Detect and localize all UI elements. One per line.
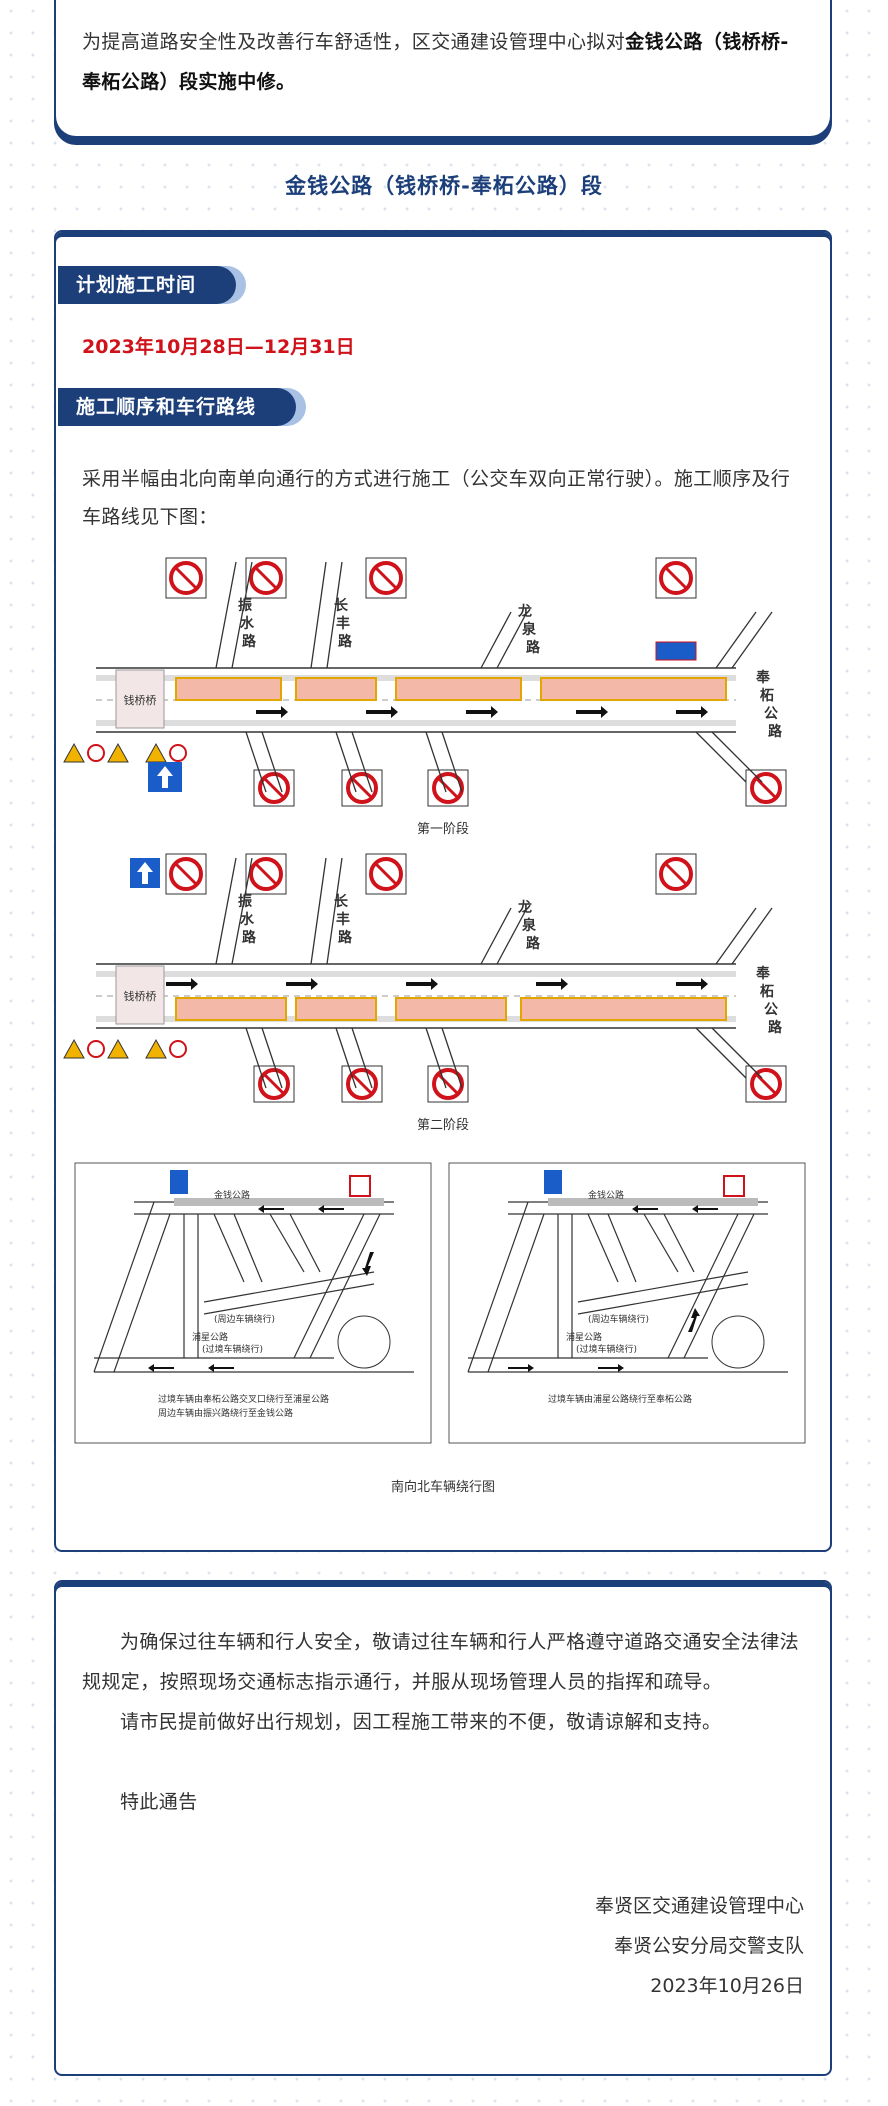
svg-text:龙: 龙	[517, 899, 532, 916]
stage1-diagram: 钱桥桥	[63, 557, 787, 807]
map-note: (周边车辆绕行)	[214, 1313, 275, 1325]
intro-text: 为提高道路安全性及改善行车舒适性，区交通建设管理中心拟对金钱公路（钱桥桥-奉柘公…	[82, 22, 804, 102]
stage2-caption: 第二阶段	[416, 1118, 469, 1133]
route-heading: 施工顺序和车行路线	[58, 388, 297, 426]
notice-closing: 特此通告	[120, 1791, 198, 1813]
svg-text:泉: 泉	[522, 917, 537, 934]
bridge-label: 钱桥桥	[124, 989, 157, 1003]
svg-text:奉: 奉	[756, 965, 771, 982]
signatory-2: 奉贤公安分局交警支队	[613, 1935, 804, 1957]
site-board-icon	[655, 641, 697, 661]
map-text: 过境车辆由奉柘公路交叉口绕行至浦星公路	[158, 1393, 329, 1405]
one-way-sign-icon	[170, 1170, 188, 1194]
svg-text:路: 路	[526, 639, 541, 656]
svg-text:路: 路	[768, 723, 783, 740]
svg-text:路: 路	[768, 1019, 783, 1036]
work-zone	[540, 677, 727, 701]
intro-plain: 为提高道路安全性及改善行车舒适性，区交通建设管理中心拟对	[82, 31, 626, 53]
work-zone	[175, 677, 282, 701]
no-left-turn-icon	[165, 853, 787, 1103]
closed-lane	[174, 1198, 384, 1206]
svg-text:龙: 龙	[517, 603, 532, 620]
one-way-sign-icon	[544, 1170, 562, 1194]
svg-text:水: 水	[240, 911, 255, 928]
notice-date: 2023年10月26日	[650, 1975, 804, 1997]
svg-text:振: 振	[238, 893, 252, 910]
stage2-diagram: 钱桥桥	[63, 853, 787, 1103]
work-zone	[520, 997, 727, 1021]
detour-arrows	[508, 1205, 718, 1372]
svg-text:公: 公	[764, 1002, 778, 1018]
work-zone	[395, 997, 507, 1021]
no-entry-sign-icon	[349, 1175, 371, 1197]
one-way-sign-icon	[130, 858, 160, 888]
detour-caption: 南向北车辆绕行图	[390, 1480, 495, 1495]
detour-arrows	[148, 1205, 374, 1372]
work-zone	[295, 997, 377, 1021]
svg-text:路: 路	[338, 633, 353, 650]
map-note: (过境车辆绕行)	[576, 1343, 637, 1355]
detour-map-left: 金钱公路 浦星公路 (周边车辆绕行) (过境车辆绕行) 过境车辆由奉柘公路交叉口…	[74, 1162, 432, 1444]
work-zone	[175, 997, 287, 1021]
svg-text:水: 水	[240, 615, 255, 632]
signatory-1: 奉贤区交通建设管理中心	[594, 1895, 804, 1917]
svg-text:路: 路	[242, 633, 257, 650]
map-text: 周边车辆由振兴路绕行至金钱公路	[158, 1407, 293, 1419]
svg-text:柘: 柘	[759, 983, 774, 1000]
svg-text:奉: 奉	[756, 669, 771, 686]
bridge-block	[115, 669, 165, 729]
notice-paragraph-2: 请市民提前做好出行规划，因工程施工带来的不便，敬请谅解和支持。	[120, 1711, 722, 1733]
svg-text:公: 公	[764, 706, 778, 722]
schedule-date: 2023年10月28日—12月31日	[82, 336, 355, 358]
notice-paragraph-1: 为确保过往车辆和行人安全，敬请过往车辆和行人严格遵守道路交通安全法律法规规定，按…	[82, 1631, 800, 1693]
section-title: 金钱公路（钱桥桥-奉柘公路）段	[285, 174, 603, 198]
map-label: 金钱公路	[588, 1189, 624, 1201]
map-label: 浦星公路	[566, 1331, 602, 1343]
svg-text:丰: 丰	[336, 615, 350, 632]
route-description: 采用半幅由北向南单向通行的方式进行施工（公交车双向正常行驶）。施工顺序及行车路线…	[82, 468, 791, 528]
detour-map-right: 金钱公路 浦星公路 (周边车辆绕行) (过境车辆绕行) 过境车辆由浦星公路绕行至…	[448, 1162, 806, 1444]
notice-card: 为确保过往车辆和行人安全，敬请过往车辆和行人严格遵守道路交通安全法律法规规定，按…	[54, 1580, 832, 2076]
plan-card: 计划施工时间 2023年10月28日—12月31日 施工顺序和车行路线 采用半幅…	[54, 230, 832, 1552]
map-label: 金钱公路	[214, 1189, 250, 1201]
work-zone	[395, 677, 522, 701]
compass-icon	[337, 1315, 391, 1369]
work-zone	[295, 677, 377, 701]
svg-text:路: 路	[242, 929, 257, 946]
warning-sign-icon	[63, 742, 187, 763]
one-way-sign-icon	[148, 762, 182, 792]
warning-sign-icon	[63, 1038, 187, 1059]
road-label: 振	[238, 597, 252, 614]
svg-text:长: 长	[334, 893, 349, 910]
no-left-turn-icon	[165, 557, 787, 807]
svg-text:长: 长	[334, 597, 349, 614]
stage1-caption: 第一阶段	[416, 822, 469, 837]
map-label: 浦星公路	[192, 1331, 228, 1343]
schedule-heading: 计划施工时间	[58, 266, 237, 304]
map-note: (过境车辆绕行)	[202, 1343, 263, 1355]
svg-text:路: 路	[526, 935, 541, 952]
bridge-label: 钱桥桥	[124, 693, 157, 707]
svg-text:路: 路	[338, 929, 353, 946]
svg-text:丰: 丰	[336, 911, 350, 928]
intro-bold: 金钱公路（钱桥桥-奉柘公路）段实施中修。	[82, 31, 789, 93]
no-entry-sign-icon	[723, 1175, 745, 1197]
traffic-arrows	[166, 978, 708, 990]
intro-card: 为提高道路安全性及改善行车舒适性，区交通建设管理中心拟对金钱公路（钱桥桥-奉柘公…	[54, 0, 832, 138]
svg-text:泉: 泉	[522, 621, 537, 638]
map-note: (周边车辆绕行)	[588, 1313, 649, 1325]
svg-text:柘: 柘	[759, 687, 774, 704]
closed-lane	[548, 1198, 758, 1206]
traffic-arrows	[256, 706, 708, 718]
compass-icon	[711, 1315, 765, 1369]
map-text: 过境车辆由浦星公路绕行至奉柘公路	[548, 1393, 692, 1405]
